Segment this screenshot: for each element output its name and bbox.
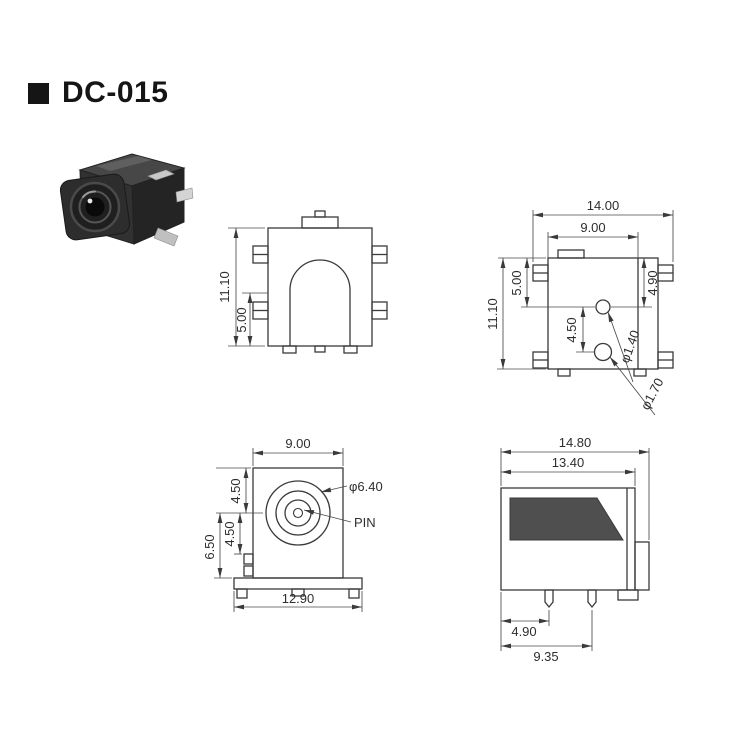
dim-side-height: 11.10 [485, 298, 500, 330]
page-title: DC-015 [62, 76, 169, 109]
dim-body-overall-depth: 14.80 [559, 435, 592, 450]
dim-face-base-width: 12.90 [282, 591, 315, 606]
dim-body-pin2-offset: 9.35 [533, 649, 558, 664]
barrel-outer-circle [265, 480, 331, 546]
face-base-flange [233, 577, 363, 590]
label-pin: PIN [354, 515, 376, 530]
dim-face-center-base-offset: 6.50 [202, 534, 217, 559]
solder-pin-1 [544, 589, 554, 609]
dim-body-depth: 13.40 [552, 455, 585, 470]
dim-side-hole-top-offset: 4.90 [645, 270, 660, 295]
dim-side-hole-spacing: 4.50 [564, 317, 579, 342]
front-view: 11.10 5.00 [217, 210, 388, 354]
pin-hole-2 [593, 342, 613, 362]
dim-face-center-top-offset: 4.50 [228, 478, 243, 503]
side-body-shaded-block [509, 497, 624, 541]
solder-pin-2 [587, 589, 597, 609]
barrel-center-pin [292, 507, 304, 519]
pin-side-view: 14.00 9.00 5.00 11.10 4.90 4.50 φ [485, 198, 674, 416]
front-view-arch [289, 259, 351, 346]
dim-front-height: 11.10 [217, 271, 232, 303]
dim-barrel-diameter: φ6.40 [349, 479, 383, 494]
dim-hole2-diameter: φ1.70 [637, 375, 666, 412]
face-view: 9.00 4.50 4.50 6.50 12.90 φ6.40 PIN [202, 436, 383, 612]
photo-pin-top [147, 169, 175, 181]
dim-hole1-diameter: φ1.40 [617, 328, 643, 365]
pin-hole-1 [595, 299, 611, 315]
dim-face-width: 9.00 [285, 436, 310, 451]
dim-body-pin1-offset: 4.90 [511, 624, 536, 639]
product-photo [59, 153, 194, 247]
photo-pin-bottom [153, 227, 179, 247]
photo-highlight [96, 156, 152, 171]
dim-side-overall-width: 14.00 [587, 198, 620, 213]
body-side-view: 14.80 13.40 4.90 9.35 [500, 435, 650, 664]
dim-front-base-height: 5.00 [234, 307, 249, 332]
dim-face-center-mid-offset: 4.50 [222, 521, 237, 546]
header: DC-015 [28, 76, 168, 110]
dim-side-inner-width: 9.00 [580, 220, 605, 235]
title-bullet-icon [28, 82, 49, 104]
photo-pin-right [175, 187, 194, 203]
dim-side-pin-top-offset: 5.00 [509, 270, 524, 295]
